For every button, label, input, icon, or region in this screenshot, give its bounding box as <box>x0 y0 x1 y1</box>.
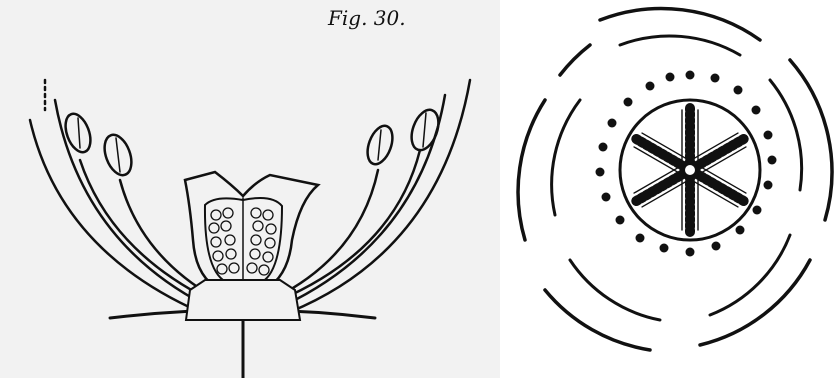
anther-right-1-line <box>423 113 426 147</box>
ovary-center <box>684 164 696 176</box>
flower-cross-section <box>518 9 832 350</box>
anther-left-1-line <box>78 118 80 148</box>
anther-left-2-line <box>116 138 120 172</box>
sepal-right-outer <box>290 80 470 312</box>
sepal-left-outer <box>30 120 200 312</box>
anther-left-1 <box>61 110 95 155</box>
anther-right-2-line <box>378 130 381 160</box>
filament-right-1 <box>280 150 420 300</box>
sepal-right-2 <box>285 95 445 305</box>
ovary-base <box>186 280 300 320</box>
flower-longitudinal-section <box>30 80 470 378</box>
